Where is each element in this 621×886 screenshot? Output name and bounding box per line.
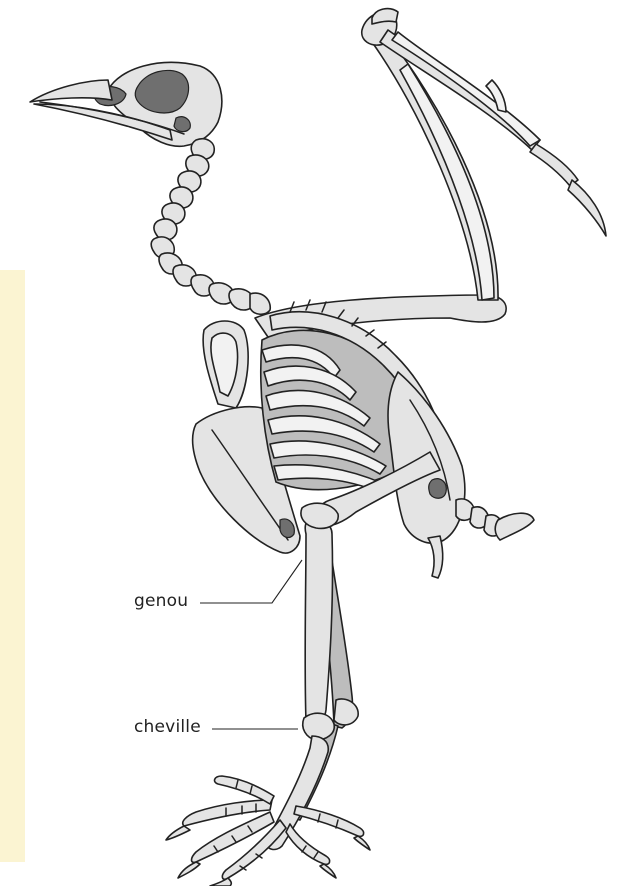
toe-4 xyxy=(286,824,330,864)
claw-5 xyxy=(354,836,370,850)
ankle-bone-2 xyxy=(334,699,358,725)
feet xyxy=(166,776,370,886)
ankle-joint xyxy=(303,713,335,740)
claw-2 xyxy=(178,862,200,878)
knee-leader-line xyxy=(200,560,302,603)
claw-1 xyxy=(166,826,190,840)
carpal-2 xyxy=(372,9,398,24)
pygostyle xyxy=(495,513,534,540)
tibiotarsus xyxy=(305,520,332,725)
knee-joint xyxy=(301,503,338,528)
wing xyxy=(255,9,606,340)
knee-label: genou xyxy=(134,593,188,610)
jaw-joint xyxy=(174,117,190,132)
digit xyxy=(530,144,578,186)
claw-3 xyxy=(210,878,231,886)
claw-4 xyxy=(320,864,336,878)
ankle-label: cheville xyxy=(134,719,201,736)
skull xyxy=(30,62,222,146)
neck-vertebrae xyxy=(151,139,270,315)
digit-tip xyxy=(568,180,606,236)
acetabulum xyxy=(429,479,447,499)
toe-6 xyxy=(215,776,274,804)
pubis xyxy=(428,536,443,578)
toe-5 xyxy=(294,806,364,836)
torso xyxy=(193,300,534,578)
upper-beak xyxy=(30,80,112,102)
